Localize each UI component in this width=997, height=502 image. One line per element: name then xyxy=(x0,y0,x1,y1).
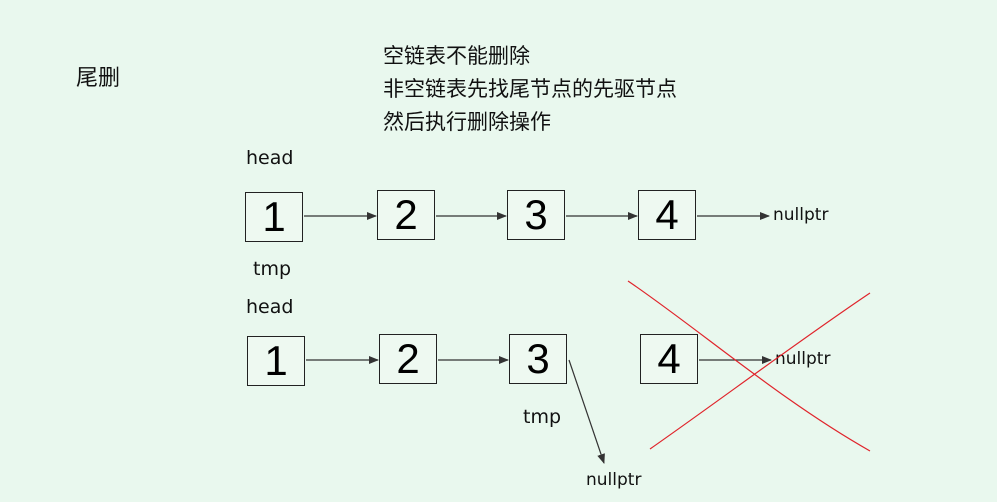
bottom-node-3: 3 xyxy=(509,334,567,384)
bottom-node-4-deleted: 4 xyxy=(640,334,698,384)
bottom-arrow-3-null xyxy=(568,359,605,464)
note-line-1: 空链表不能删除 xyxy=(383,44,530,68)
bottom-nullptr-deleted-label: nullptr xyxy=(775,349,831,369)
bottom-nullptr-new-label: nullptr xyxy=(586,470,642,490)
top-tmp-label: tmp xyxy=(253,258,292,280)
bottom-tmp-label: tmp xyxy=(523,406,562,428)
top-node-4: 4 xyxy=(638,190,696,240)
note-line-2: 非空链表先找尾节点的先驱节点 xyxy=(383,77,677,101)
top-head-label: head xyxy=(246,147,294,169)
top-node-2: 2 xyxy=(377,190,435,240)
bottom-head-label: head xyxy=(246,296,294,318)
delete-cross-stroke-1 xyxy=(627,280,871,452)
top-node-3: 3 xyxy=(507,190,565,240)
note-line-3: 然后执行删除操作 xyxy=(383,110,551,134)
delete-cross-stroke-2 xyxy=(649,292,871,450)
bottom-node-2: 2 xyxy=(379,334,437,384)
title: 尾删 xyxy=(76,66,121,91)
bottom-node-1: 1 xyxy=(247,336,305,386)
top-nullptr-label: nullptr xyxy=(773,205,829,225)
top-node-1: 1 xyxy=(245,192,303,242)
